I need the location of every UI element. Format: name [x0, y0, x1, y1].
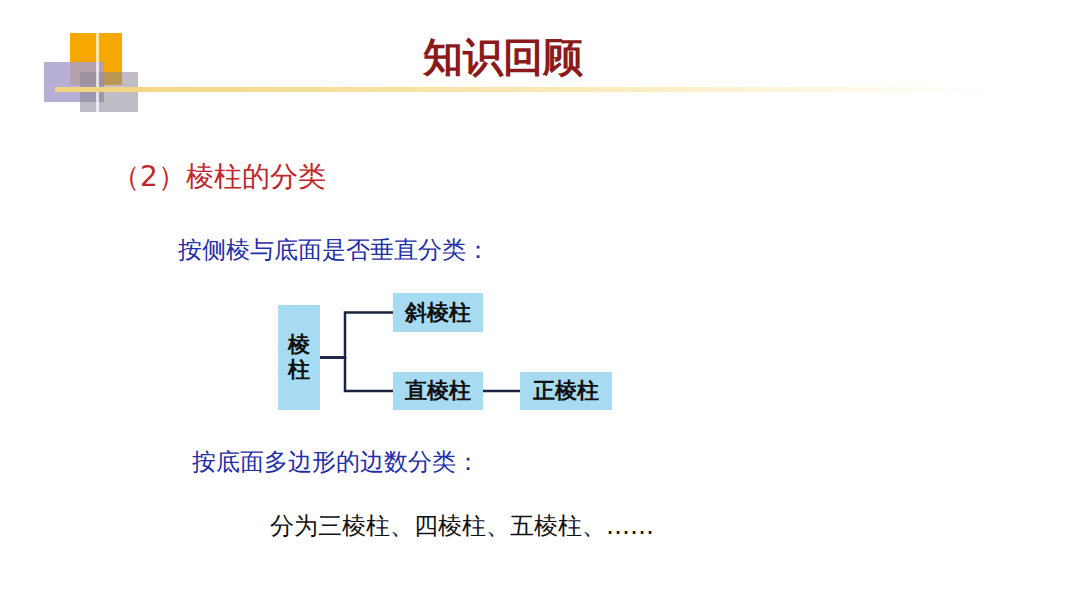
category-box-vertical: 棱柱: [278, 305, 320, 410]
category-box: 斜棱柱: [393, 293, 483, 332]
section-heading: （2）棱柱的分类: [112, 158, 326, 196]
category-box: 直棱柱: [393, 372, 483, 410]
title-underline: [55, 87, 995, 92]
category-box: 正棱柱: [520, 372, 612, 410]
classification-note: 按侧棱与底面是否垂直分类：: [178, 234, 490, 266]
tree-connector: [320, 313, 393, 358]
box-label: 正棱柱: [533, 376, 599, 406]
slide-title: 知识回顾: [0, 30, 1043, 85]
body-text: 分为三棱柱、四棱柱、五棱柱、……: [270, 510, 654, 542]
classification-note: 按底面多边形的边数分类：: [192, 446, 480, 478]
tree-connector: [483, 390, 520, 393]
tree-connector: [320, 358, 393, 392]
box-label: 斜棱柱: [405, 298, 471, 328]
box-label: 棱柱: [288, 333, 310, 381]
box-label: 直棱柱: [405, 376, 471, 406]
deco-line: [96, 30, 99, 115]
